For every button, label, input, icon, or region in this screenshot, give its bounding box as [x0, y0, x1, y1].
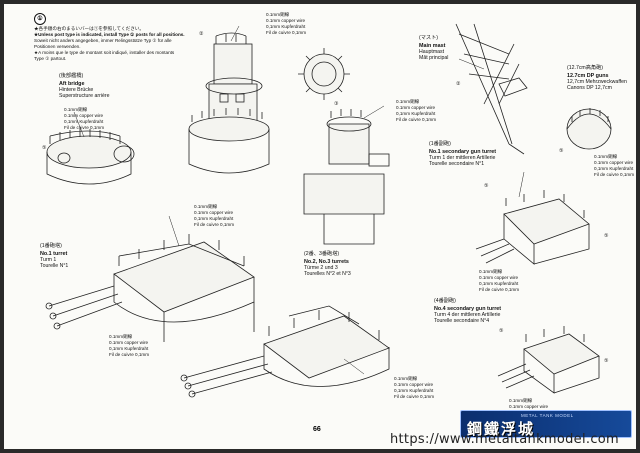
aft-bridge-drawing: [46, 129, 135, 185]
wire-callout-fr: Fil de cuivre 0,1mm: [396, 117, 437, 122]
wire-callout-jp: 0.1mm銅線: [594, 154, 618, 159]
watermark-logo-main: 鋼鐵浮城: [467, 420, 536, 438]
header-note-en: ★Unless post type is indicated, install …: [34, 32, 185, 37]
page-number: 66: [313, 426, 321, 433]
turret-1-en: No.1 turret: [40, 251, 68, 257]
post-type-marker: ⑤: [604, 233, 609, 239]
wire-callout-en: 0.1mm copper wire: [396, 105, 436, 110]
wire-callout-fr: Fil de cuivre 0,1mm: [266, 30, 307, 35]
wire-callout-de: 0,1mm Kupferdraht: [594, 166, 634, 171]
mid-tower-drawing: [303, 109, 390, 245]
post-type-marker: ②: [199, 31, 204, 37]
aft-bridge-jp: (後部艦橋): [59, 73, 84, 79]
wire-callout-jp: 0.1mm銅線: [396, 99, 420, 104]
post-type-marker: ③: [334, 101, 339, 107]
main-mast-en: Main mast: [419, 43, 446, 49]
wire-callout-fr: Fil de cuivre 0,1mm: [594, 172, 635, 177]
wire-callout-jp: 0.1mm銅線: [64, 107, 88, 112]
aft-bridge-en: Aft bridge: [59, 81, 85, 87]
header-note-fr-1: ★A moins que le type de montant soit ind…: [34, 50, 175, 55]
turrets-2-3-fr: Tourelles N°2 et N°3: [304, 271, 351, 277]
wire-callout-de: 0,1mm Kupferdraht: [394, 388, 434, 393]
turrets-2-3-drawing: [180, 305, 390, 398]
secondary-turret-4-drawing: [497, 326, 600, 394]
wire-callout-en: 0.1mm copper wire: [394, 382, 434, 387]
wire-callout-jp: 0.1mm銅線: [266, 12, 290, 17]
post-type-marker: ⑤: [42, 145, 47, 151]
main-mast-fr: Mât principal: [419, 55, 449, 61]
dp-guns-fr: Canons DP 12,7cm: [567, 85, 612, 91]
sec-turret-1-jp: (1番副砲): [429, 141, 451, 147]
watermark-logo: METAL TANK MODEL 鋼鐵浮城: [460, 410, 632, 438]
wire-callout-fr: Fil de cuivre 0,1mm: [394, 394, 435, 399]
instruction-page: ① ★各手順の右のまるいバーは①を参照してください。 ★Unless post …: [4, 4, 636, 449]
wire-callout-en: 0.1mm copper wire: [594, 160, 634, 165]
wire-callout-jp: 0.1mm銅線: [109, 334, 133, 339]
aft-superstructure-drawing: [188, 32, 270, 174]
post-type-marker: ②: [456, 81, 461, 87]
header-note-fr-2: Type ① partout.: [34, 56, 67, 61]
assembly-line-art: [45, 23, 612, 398]
header-note-de-1: Soweit nicht anders angegeben, immer Rel…: [34, 38, 172, 43]
dp-guns-drawing: [566, 108, 612, 150]
watermark-url: https://www.metaltankmodel.com: [390, 432, 619, 447]
turret-1-de: Turm 1: [40, 257, 57, 263]
wire-callout-fr: Fil de cuivre 0,1mm: [194, 222, 235, 227]
aft-bridge-de: Hintere Brücke: [59, 87, 94, 93]
wire-callout-de: 0,1mm Kupferdraht: [109, 346, 149, 351]
wire-callout-de: 0,1mm Kupferdraht: [479, 281, 519, 286]
wire-callout-en: 0.1mm copper wire: [109, 340, 149, 345]
aft-bridge-fr: Superstructure arrière: [59, 93, 110, 99]
dp-guns-de: 12,7cm Mehrzweckwaffen: [567, 79, 627, 85]
wire-callout-en: 0.1mm copper wire: [479, 275, 519, 280]
wire-callout-fr: Fil de cuivre 0,1mm: [64, 125, 105, 130]
turrets-2-3-en: No.2, No.3 turrets: [304, 259, 349, 265]
sec-turret-4-de: Turm 4 der mittleren Artillerie: [434, 312, 501, 318]
wire-callout-en: 0.1mm copper wire: [266, 18, 306, 23]
sec-turret-4-jp: (4番副砲): [434, 298, 456, 304]
wire-callout-jp: 0.1mm銅線: [479, 269, 503, 274]
watermark-logo-sub: METAL TANK MODEL: [521, 413, 574, 418]
step-number: ①: [34, 13, 46, 25]
wire-callout-jp: 0.1mm銅線: [194, 204, 218, 209]
wire-callout-de: 0,1mm Kupferdraht: [64, 119, 104, 124]
wire-callout-de: 0,1mm Kupferdraht: [194, 216, 234, 221]
turret-1-fr: Tourelle N°1: [40, 263, 69, 269]
main-mast-drawing: [455, 23, 528, 155]
dp-guns-en: 12.7cm DP guns: [567, 73, 609, 79]
post-type-marker: ⑤: [484, 183, 489, 189]
post-type-marker: ⑤: [499, 328, 504, 334]
searchlight-drawing: [298, 48, 350, 100]
main-mast-jp: (マスト): [419, 35, 439, 41]
wire-callout-en: 0.1mm copper wire: [509, 404, 549, 409]
main-mast-de: Hauptmast: [419, 49, 445, 55]
sec-turret-1-fr: Tourelle secondaire N°1: [429, 161, 485, 167]
wire-callout-en: 0.1mm copper wire: [194, 210, 234, 215]
wire-callout-de: 0,1mm Kupferdraht: [396, 111, 436, 116]
turret-1-drawing: [45, 234, 255, 342]
post-type-marker: ⑤: [604, 358, 609, 364]
turrets-2-3-jp: (2番、3番砲塔): [304, 251, 340, 257]
turrets-2-3-de: Türme 2 und 3: [304, 265, 338, 271]
secondary-turret-1-drawing: [475, 190, 590, 265]
wire-callout-jp: 0.1mm銅線: [509, 398, 533, 403]
header-note-de-2: Positionen verwenden.: [34, 44, 81, 49]
turret-1-jp: (1番砲塔): [40, 243, 62, 249]
sec-turret-4-fr: Tourelle secondaire N°4: [434, 318, 490, 324]
post-type-marker: ⑤: [559, 148, 564, 154]
sec-turret-4-en: No.4 secondary gun turret: [434, 306, 502, 312]
dp-guns-jp: (12.7cm高角砲): [567, 65, 604, 71]
wire-callout-fr: Fil de cuivre 0,1mm: [479, 287, 520, 292]
wire-callout-fr: Fil de cuivre 0,1mm: [109, 352, 150, 357]
sec-turret-1-en: No.1 secondary gun turret: [429, 149, 497, 155]
wire-callout-jp: 0.1mm銅線: [394, 376, 418, 381]
sec-turret-1-de: Turm 1 der mittleren Artillerie: [429, 155, 496, 161]
wire-callout-en: 0.1mm copper wire: [64, 113, 104, 118]
wire-callout-de: 0,1mm Kupferdraht: [266, 24, 306, 29]
header-note-jp: ★各手順の右のまるいバーは①を参照してください。: [34, 26, 144, 31]
